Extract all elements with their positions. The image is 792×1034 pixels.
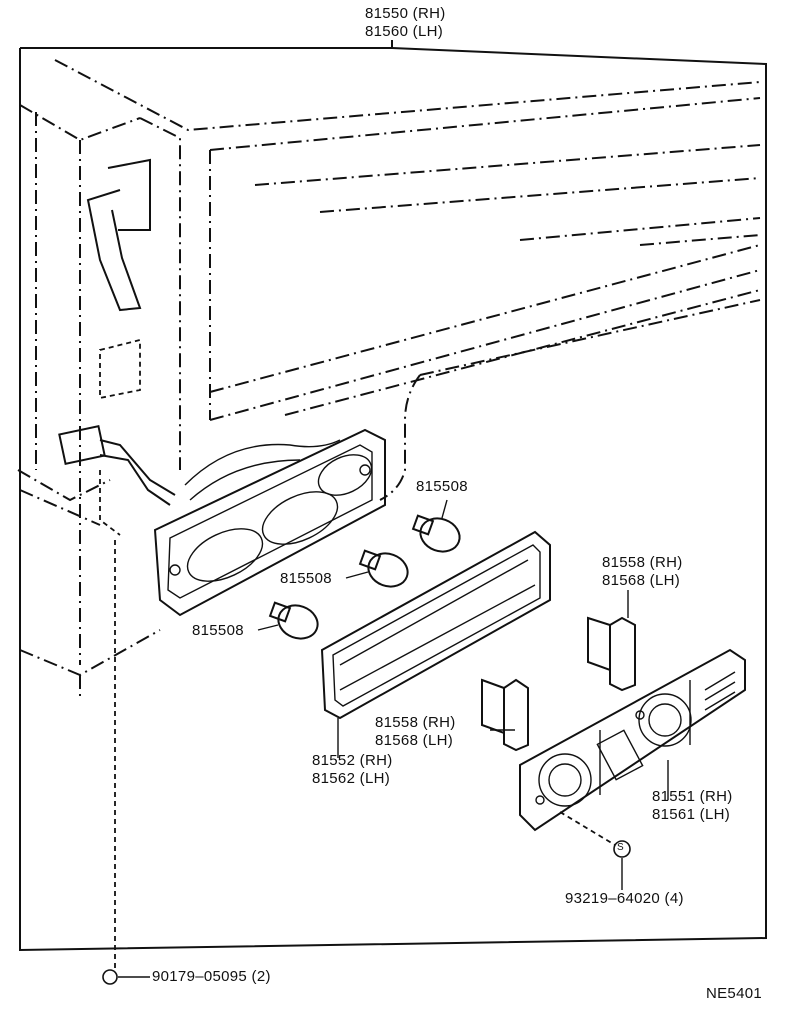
lens-outline — [519, 648, 746, 832]
nut-leader — [114, 540, 150, 978]
screw-part-label: 93219–64020 (4) — [565, 890, 684, 907]
bulb-icon — [358, 549, 409, 588]
bracket-upper-rh-label: 81558 (RH) — [602, 554, 683, 571]
diagram-code: NE5401 — [706, 985, 763, 1002]
lens-lh-label: 81561 (LH) — [652, 806, 731, 823]
bracket-lower-lh-label: 81568 (LH) — [375, 732, 454, 749]
nut-part-label: 90179–05095 (2) — [152, 968, 271, 985]
assembly-rh-label: 81550 (RH) — [365, 5, 446, 22]
bracket-upper — [587, 590, 636, 692]
bulb-icon — [411, 514, 461, 553]
gasket-outline — [320, 530, 551, 758]
gasket-rh-label: 81552 (RH) — [312, 752, 393, 769]
wire-harness — [58, 158, 176, 536]
bracket-lower-rh-label: 81558 (RH) — [375, 714, 456, 731]
bracket-upper-lh-label: 81568 (LH) — [602, 572, 681, 589]
nut-icon — [102, 969, 118, 985]
screw-leader — [559, 811, 623, 890]
bulb-label: 815508 — [192, 622, 244, 639]
screw-symbol: S — [617, 842, 624, 853]
bracket-lower — [481, 678, 529, 752]
vehicle-body-outline — [17, 59, 761, 700]
lamp-housing — [153, 428, 386, 617]
gasket-lh-label: 81562 (LH) — [312, 770, 391, 787]
screw-icon — [613, 840, 631, 858]
assembly-lh-label: 81560 (LH) — [365, 23, 444, 40]
bulb-icons — [257, 499, 461, 640]
bulb-label: 815508 — [416, 478, 468, 495]
bulb-icon — [268, 601, 319, 640]
lens-rh-label: 81551 (RH) — [652, 788, 733, 805]
bulb-label: 815508 — [280, 570, 332, 587]
panel-lines — [209, 97, 761, 501]
